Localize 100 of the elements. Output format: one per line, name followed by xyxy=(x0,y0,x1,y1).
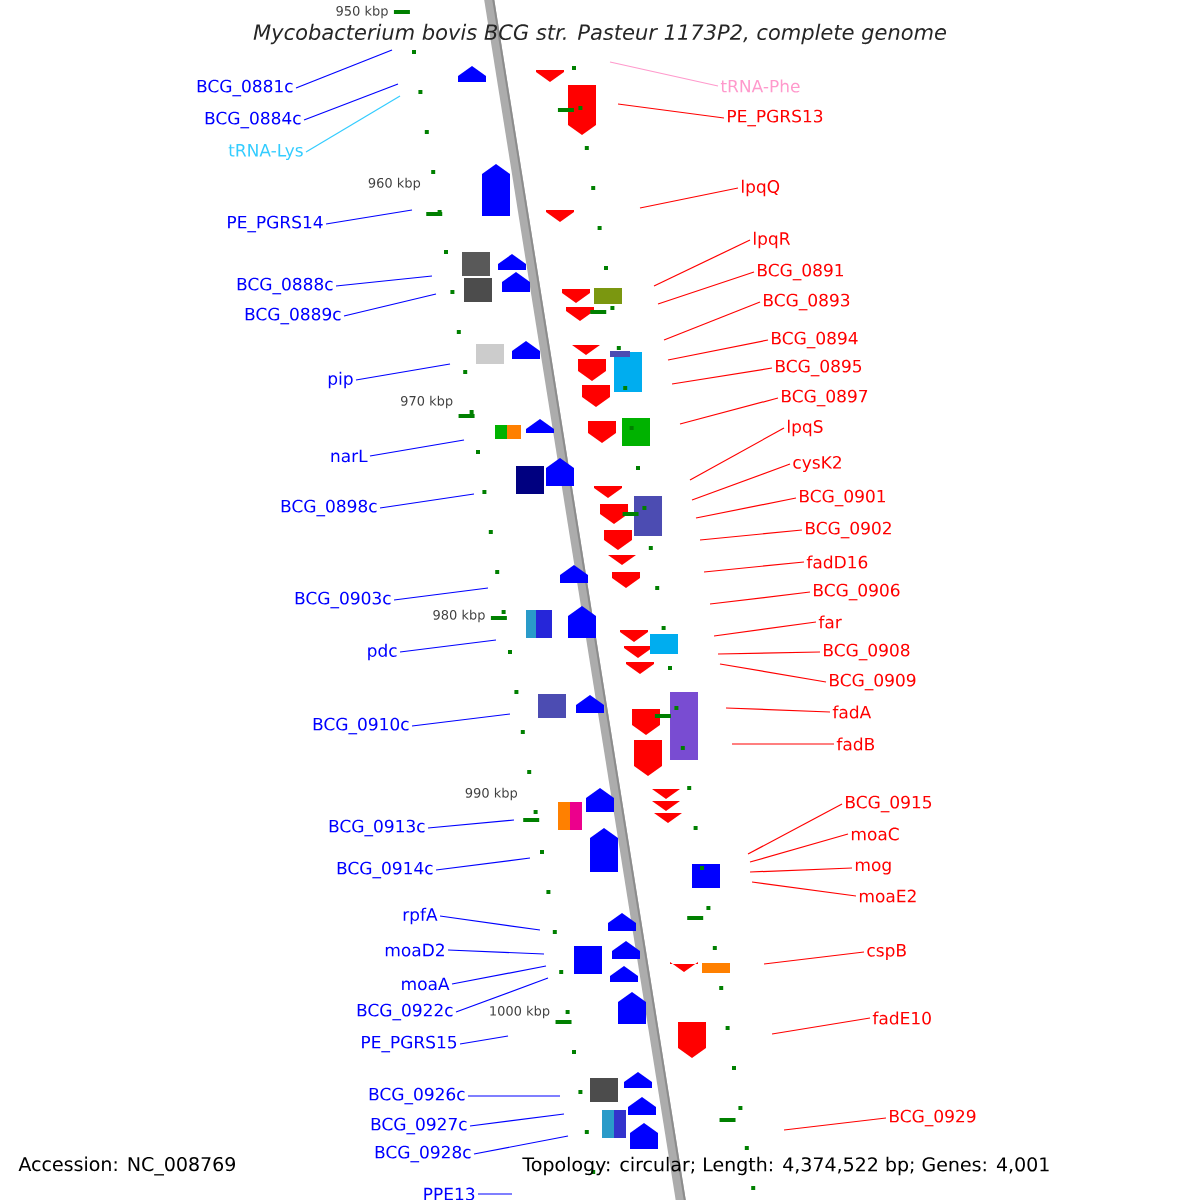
gene-label: BCG_0891 xyxy=(758,263,843,281)
leader-line xyxy=(717,651,821,655)
leader-line xyxy=(295,49,393,89)
gene-label: tRNA-Lys xyxy=(228,144,303,160)
gene-label: pdc xyxy=(368,643,397,661)
leader-line xyxy=(747,803,843,855)
leader-line xyxy=(657,271,755,305)
leader-line xyxy=(609,61,719,87)
gene-label: BCG_0903c xyxy=(295,591,391,609)
gene-label: PE_PGRS15 xyxy=(362,1035,457,1053)
gene-label: fadD16 xyxy=(806,555,868,569)
leader-line xyxy=(467,1095,561,1097)
leader-line xyxy=(469,1113,565,1127)
leader-line xyxy=(451,965,547,985)
leader-line xyxy=(305,95,401,153)
gene-label: PE_PGRS14 xyxy=(228,215,323,233)
gene-label: fadE10 xyxy=(872,1011,931,1025)
gene-label: BCG_0889c xyxy=(245,307,341,325)
gene-label: moaC xyxy=(851,827,899,841)
gene-label: BCG_0902 xyxy=(806,521,891,539)
leader-line xyxy=(473,1135,569,1155)
leader-line xyxy=(671,367,773,385)
leader-line xyxy=(325,209,413,225)
gene-label: BCG_0926c xyxy=(369,1087,465,1105)
leader-line xyxy=(427,819,515,829)
leader-line xyxy=(379,493,475,509)
gene-label: BCG_0908 xyxy=(824,643,910,661)
gene-label: BCG_0893 xyxy=(764,293,850,311)
leader-line xyxy=(393,587,489,601)
gene-label: mog xyxy=(855,861,891,875)
leader-line xyxy=(749,833,849,863)
leader-line xyxy=(439,915,541,931)
leader-line xyxy=(477,1193,513,1195)
gene-label: BCG_0910c xyxy=(313,717,409,735)
gene-label: cysK2 xyxy=(793,455,841,473)
gene-label: moaD2 xyxy=(385,943,444,957)
leader-line xyxy=(653,239,751,287)
leader-line xyxy=(695,497,797,519)
gene-label: BCG_0881c xyxy=(197,79,293,97)
leader-line xyxy=(639,187,739,209)
gene-label: BCG_0909 xyxy=(830,673,916,691)
leader-line xyxy=(771,1017,871,1035)
gene-label: BCG_0894 xyxy=(772,331,858,349)
gene-label: BCG_0897 xyxy=(782,389,868,407)
gene-label: moaE2 xyxy=(859,889,916,903)
leader-line xyxy=(709,591,811,605)
leader-line xyxy=(783,1117,887,1131)
gene-label: lpqR xyxy=(754,231,791,249)
genome-info-text: Topology: circular; Length: 4,374,522 bp; Genes: 4,001 xyxy=(522,1156,1049,1176)
gene-label: cspB xyxy=(867,944,906,960)
gene-label: pip xyxy=(328,371,353,389)
leader-line xyxy=(447,949,545,955)
title: Mycobacterium bovis BCG str. Pasteur 1173P2, complete genome xyxy=(253,23,947,45)
gene-label: fadB xyxy=(836,737,875,751)
gene-label: BCG_0884c xyxy=(205,111,301,129)
leader-line xyxy=(731,743,835,745)
gene-label: BCG_0898c xyxy=(281,499,377,517)
leader-line xyxy=(343,293,437,317)
gene-label: BCG_0929 xyxy=(890,1109,976,1127)
leader-line xyxy=(399,639,497,653)
leader-line xyxy=(749,867,853,873)
leader-line xyxy=(435,857,531,871)
gene-label: narL xyxy=(331,449,368,463)
gene-label: rpfA xyxy=(403,907,438,925)
leader-line xyxy=(335,275,433,287)
gene-label: PPE13 xyxy=(424,1187,475,1200)
leader-line xyxy=(763,951,865,965)
gene-label: BCG_0928c xyxy=(375,1145,471,1163)
leader-line xyxy=(689,427,785,481)
leader-line xyxy=(663,301,761,341)
leader-line xyxy=(667,339,769,361)
accession-text: Accession: NC_008769 xyxy=(18,1156,235,1176)
leader-line xyxy=(691,463,791,501)
gene-label: fadA xyxy=(832,705,872,719)
gene-label: BCG_0913c xyxy=(329,819,425,837)
gene-label: BCG_0888c xyxy=(237,277,333,295)
leader-line xyxy=(703,561,805,573)
gene-label: BCG_0922c xyxy=(357,1003,453,1021)
gene-label: PE_PGRS13 xyxy=(728,109,823,127)
leader-line xyxy=(617,103,725,119)
leader-line xyxy=(719,663,827,683)
gene-label: BCG_0914c xyxy=(337,861,433,879)
leader-line xyxy=(679,397,779,425)
leader-line xyxy=(725,707,831,713)
gene-label: BCG_0915 xyxy=(846,795,932,813)
leader-line xyxy=(459,1035,509,1045)
gene-label: lpqS xyxy=(788,419,823,437)
gene-label: far xyxy=(818,615,842,629)
leader-line xyxy=(355,363,451,381)
leader-line xyxy=(699,529,803,541)
gene-label: BCG_0927c xyxy=(371,1117,467,1135)
gene-label: BCG_0895 xyxy=(776,359,862,377)
gene-label: BCG_0901 xyxy=(800,489,885,507)
leader-line xyxy=(455,977,549,1013)
leader-line xyxy=(751,881,857,897)
leader-line xyxy=(713,621,817,637)
gene-label: BCG_0906 xyxy=(814,583,900,601)
leader-line xyxy=(369,439,465,457)
gene-label: tRNA-Phe xyxy=(720,79,800,93)
gene-label: lpqQ xyxy=(742,179,780,197)
